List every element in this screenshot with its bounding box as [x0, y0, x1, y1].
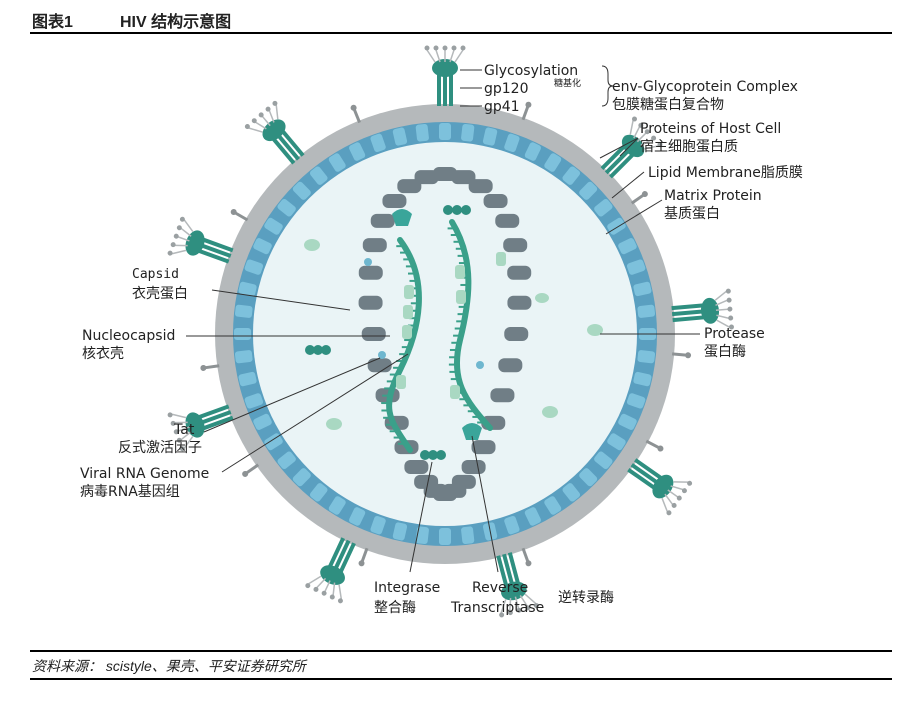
label-reverse-transcriptase-en2: Transcriptase: [450, 600, 544, 616]
figure-title: HIV 结构示意图: [120, 14, 232, 31]
label-tat-cn: 反式激活因子: [118, 439, 202, 456]
tat-proteins: [364, 258, 484, 369]
envelope-spikes: [167, 45, 734, 618]
protease-proteins: [304, 239, 603, 430]
label-capsid-cn: 衣壳蛋白: [132, 285, 188, 302]
source-note: 资料来源： scistyle、果壳、平安证券研究所: [32, 658, 306, 674]
figure-footer: 资料来源： scistyle、果壳、平安证券研究所: [30, 650, 892, 680]
host-proteins: [200, 101, 692, 567]
label-protease-en: Protease: [704, 326, 765, 342]
label-lipid-membrane: Lipid Membrane脂质膜: [648, 165, 803, 181]
label-integrase-cn: 整合酶: [374, 600, 416, 616]
leader-lines: [186, 65, 700, 573]
label-matrix-protein-en: Matrix Protein: [664, 188, 762, 204]
label-nucleocapsid-cn: 核衣壳: [82, 345, 124, 362]
figure-number: 图表1: [32, 14, 73, 31]
integrase-proteins: [305, 205, 471, 460]
label-reverse-transcriptase-cn: 逆转录酶: [558, 590, 614, 606]
label-host-proteins-en: Proteins of Host Cell: [640, 121, 781, 137]
nucleocapsid-proteins: [396, 252, 506, 399]
label-glycosylation: Glycosylation: [484, 63, 578, 79]
figure-header: 图表1 HIV 结构示意图: [30, 6, 892, 34]
label-tat-en: Tat: [173, 422, 195, 438]
label-gp120: gp120: [484, 81, 529, 97]
label-reverse-transcriptase-en1: Reverse: [472, 580, 528, 596]
matrix-protein-ring: [234, 123, 656, 545]
label-gp41: gp41: [484, 99, 520, 115]
label-nucleocapsid-en: Nucleocapsid: [82, 328, 175, 344]
label-viral-rna-cn: 病毒RNA基因组: [80, 483, 180, 500]
label-env-glycoprotein-en: env-Glycoprotein Complex: [612, 79, 798, 95]
reverse-transcriptase-proteins: [392, 209, 482, 440]
label-viral-rna-en: Viral RNA Genome: [80, 466, 209, 482]
label-env-glycoprotein-cn: 包膜糖蛋白复合物: [612, 96, 724, 113]
label-matrix-protein-cn: 基质蛋白: [664, 205, 720, 222]
label-integrase-en: Integrase: [374, 580, 440, 596]
label-host-proteins-cn: 宿主细胞蛋白质: [640, 138, 738, 155]
virion-interior: [253, 142, 637, 526]
label-capsid-en: Capsid: [132, 267, 179, 282]
label-glycosylation-cn: 糖基化: [554, 77, 581, 89]
label-protease-cn: 蛋白酶: [704, 344, 746, 360]
